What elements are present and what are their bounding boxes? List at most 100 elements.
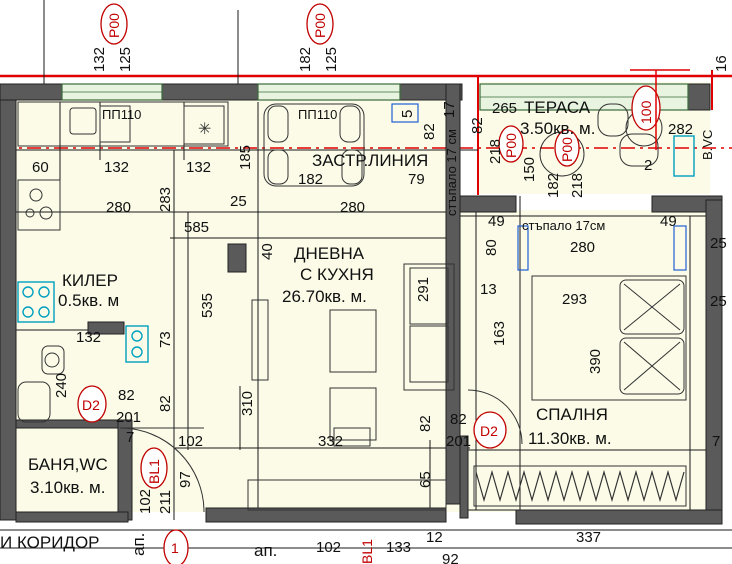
pp110-a: ПП110 [102,107,141,122]
living-name: ДНЕВНА [294,244,365,263]
dimension-label: 132 [104,159,129,176]
dimension-label: 337 [576,529,601,546]
step-lines [391,103,687,271]
dimension-label: 332 [318,433,343,450]
vc-label: В.VC [700,130,715,160]
dimensions: 132 125 182 125 60 132 132 185 182 79 28… [32,47,730,564]
tag-circles [77,3,661,564]
tag-p00-d: P00 [559,137,575,162]
dimension-label: 585 [184,219,209,236]
red-leaders [630,69,690,150]
dimension-label: 390 [587,349,604,374]
bedroom-floor [460,210,710,512]
dimension-label: 82 [118,387,135,404]
dimension-label: 49 [660,213,677,230]
dimension-label: 79 [408,171,425,188]
dimension-label: 280 [570,239,595,256]
dimension-label: 218 [569,173,586,198]
tag-bl1-a: BL1 [146,459,162,484]
dimension-label: 7 [126,429,134,446]
dimension-label: 13 [480,281,497,298]
tag-p00-c: P00 [503,133,519,158]
dimension-label: 201 [116,409,141,426]
dimension-label: 132 [91,47,108,72]
dimension-label: 102 [137,489,154,514]
terrace-name: ТЕРАСА [524,98,591,117]
dimension-label: 12 [426,529,443,546]
tag-100: 100 [638,100,654,124]
pp110-b: ПП110 [298,107,337,122]
dimension-label: 102 [178,433,203,450]
tag-1: 1 [171,540,179,556]
dimension-label: 97 [177,471,194,488]
corridor-name: И КОРИДОР [0,533,100,552]
dimension-label: 73 [157,331,174,348]
dimension-label: 82 [450,411,467,428]
bathroom-fixtures [17,345,65,423]
dimension-label: 25 [710,293,727,310]
dimension-label: 182 [297,47,314,72]
walls [0,83,723,525]
storage-appliances [17,135,695,363]
dimension-label: 182 [545,173,562,198]
dimension-label: 185 [237,145,254,170]
dimension-label: 283 [157,187,174,212]
bathroom-name: БАНЯ,WC [28,455,108,474]
dimension-label: 125 [323,47,340,72]
dimension-label: 125 [117,47,134,72]
dining-set [263,103,365,187]
step-side-label: стъпало 17 см [444,129,459,216]
dimension-label: 25 [230,193,247,210]
dimension-label: 82 [417,415,434,432]
dimension-label: 92 [442,551,459,564]
dimension-label: 7 [712,433,720,450]
dimension-label: 310 [239,391,256,416]
dimension-label: 5 [399,110,416,118]
dimension-label: 265 [492,100,517,117]
dimension-label: 535 [199,293,216,318]
build-line-label: ЗАСТР.ЛИНИЯ [312,151,428,170]
dimension-label: 280 [106,199,131,216]
bed [531,275,687,401]
dimension-label: 82 [157,395,174,412]
living-area: 26.70кв. м. [282,287,367,306]
terrace-area: 3.50кв. м. [520,119,595,138]
dimension-label: 218 [487,139,504,164]
dimension-label: 16 [713,55,730,72]
oven-star-icon: ✳ [198,121,211,138]
living-floor [14,100,460,512]
tag-p00-a: P00 [106,13,122,38]
dimension-label: 40 [259,243,276,260]
dimension-label: 211 [157,490,174,514]
ap-label-a: ап. [129,533,148,556]
storage-area: 0.5кв. м [58,291,119,310]
dimension-label: 201 [446,433,471,450]
tag-d2-a: D2 [82,397,100,413]
dimension-label: 49 [488,213,505,230]
dimension-label: 182 [298,171,323,188]
bathroom-area: 3.10кв. м. [30,478,105,497]
dimension-label: 280 [340,199,365,216]
ap-label-b: ап. [254,541,277,560]
dimension-label: 132 [76,329,101,346]
step-top-label: стъпало 17см [522,218,605,233]
dimension-label: 65 [417,471,434,488]
door-swings [119,389,523,513]
dimension-label: 282 [668,121,693,138]
dimension-label: 82 [421,123,438,140]
bedroom-name: СПАЛНЯ [536,405,608,424]
dimension-label: 240 [53,373,70,398]
dimension-label: 102 [316,539,341,556]
storage-name: КИЛЕР [62,271,118,290]
dimension-label: 133 [386,539,411,556]
dimension-label: 60 [32,159,49,176]
wardrobe-hangers [475,469,685,503]
dimension-label: 82 [469,117,486,134]
dimension-label: 25 [710,235,727,252]
dimension-label: 132 [186,159,211,176]
living-name2: С КУХНЯ [300,265,374,284]
dimension-label: 80 [483,239,500,256]
dimension-label: 293 [562,291,587,308]
dimension-label: 291 [415,277,432,302]
wardrobe [473,465,687,507]
